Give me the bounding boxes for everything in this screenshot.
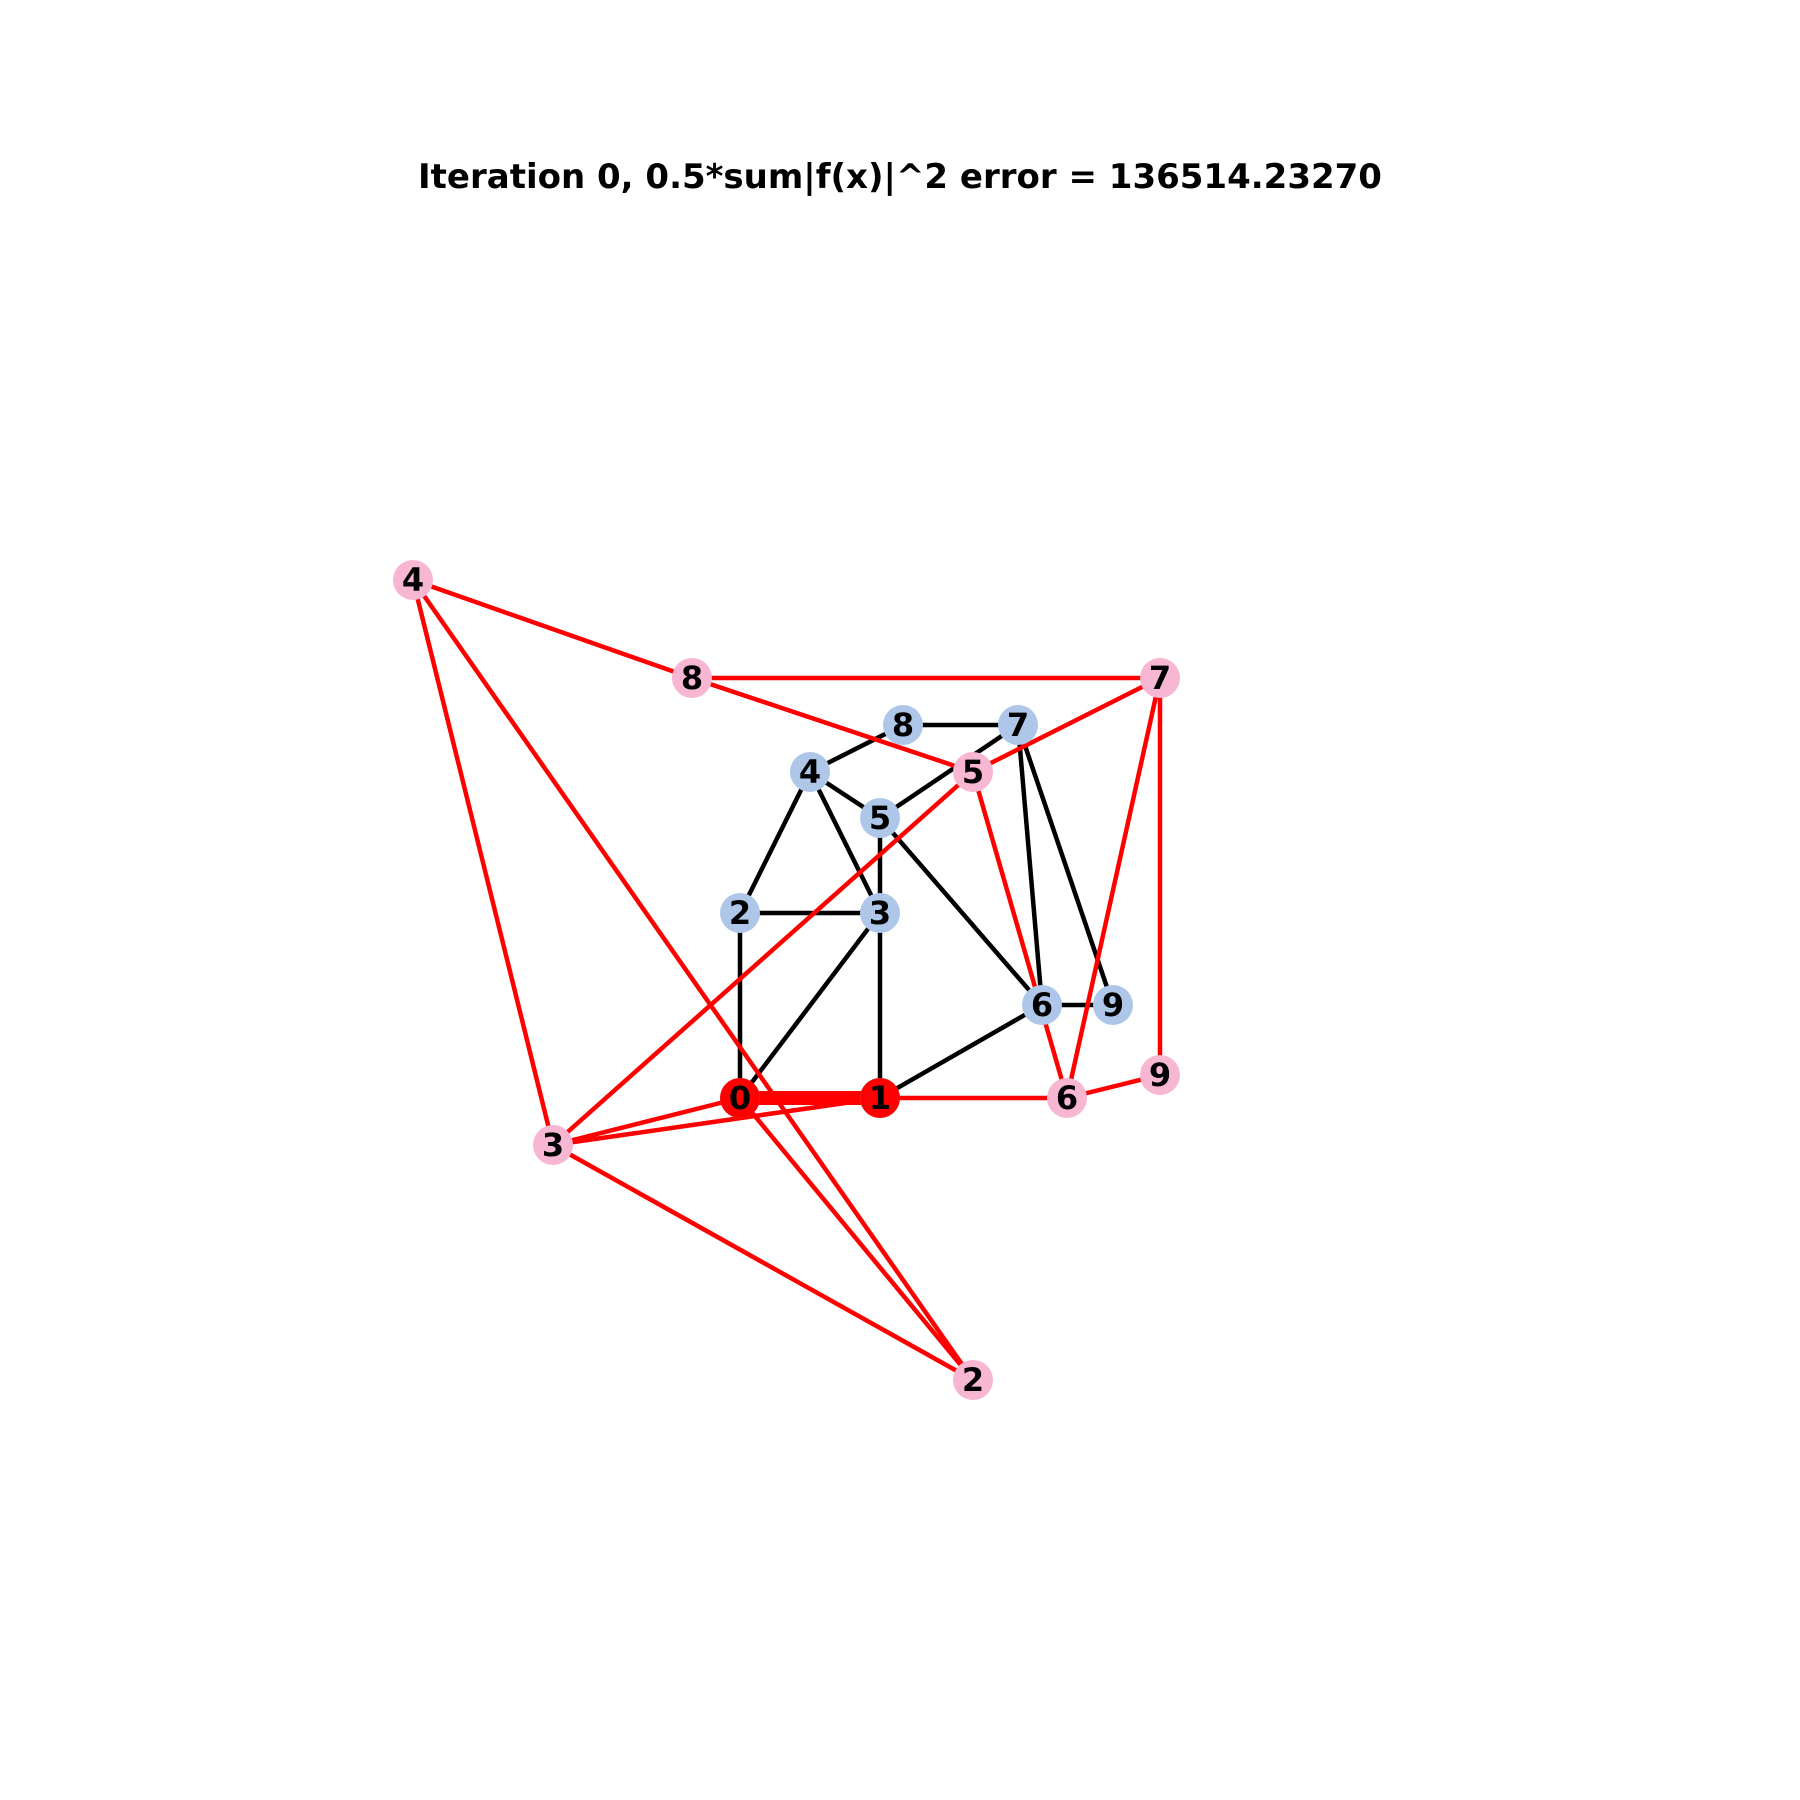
reference-node-circle xyxy=(720,893,760,933)
reference-node-9: 9 xyxy=(1093,985,1133,1025)
reference-node-8: 8 xyxy=(883,705,923,745)
current-node-circle xyxy=(1140,1055,1180,1095)
reference-node-label: 9 xyxy=(1102,986,1124,1024)
reference-node-circle xyxy=(883,705,923,745)
current-node-2: 2 xyxy=(953,1360,993,1400)
reference-edge-2-4 xyxy=(737,769,813,916)
current-node-circle xyxy=(1140,658,1180,698)
current-node-circle xyxy=(953,1360,993,1400)
current-edge-3-4 xyxy=(410,577,556,1148)
reference-node-circle xyxy=(1093,985,1133,1025)
current-node-label: 9 xyxy=(1149,1056,1171,1094)
current-node-circle xyxy=(533,1125,573,1165)
reference-edge-0-3 xyxy=(737,910,883,1101)
current-edge-3-5 xyxy=(550,769,976,1148)
current-node-circle xyxy=(393,560,433,600)
current-edge-0-2 xyxy=(737,1095,976,1383)
current-node-label: 1 xyxy=(869,1079,891,1117)
current-edge-5-6 xyxy=(970,769,1070,1101)
current-node-1: 1 xyxy=(860,1078,900,1118)
reference-node-label: 2 xyxy=(729,894,751,932)
current-node-label: 4 xyxy=(402,561,424,599)
reference-node-6: 6 xyxy=(1022,985,1062,1025)
reference-edge-3-4 xyxy=(807,769,883,916)
current-edge-0-3 xyxy=(550,1095,743,1148)
reference-node-label: 4 xyxy=(799,753,821,791)
current-node-7: 7 xyxy=(1140,658,1180,698)
reference-edge-6-7 xyxy=(1015,722,1045,1008)
reference-node-circle xyxy=(860,893,900,933)
current-edge-4-8 xyxy=(410,577,695,681)
reference-edge-5-7 xyxy=(877,722,1021,821)
reference-node-circle xyxy=(998,705,1038,745)
reference-node-5: 5 xyxy=(860,798,900,838)
current-node-label: 8 xyxy=(681,659,703,697)
reference-node-2: 2 xyxy=(720,893,760,933)
reference-node-4: 4 xyxy=(790,752,830,792)
figure-title: Iteration 0, 0.5*sum|f(x)|^2 error = 136… xyxy=(418,157,1382,197)
reference-node-label: 8 xyxy=(892,706,914,744)
reference-node-label: 3 xyxy=(869,894,891,932)
current-node-label: 3 xyxy=(542,1126,564,1164)
current-node-circle xyxy=(953,752,993,792)
reference-node-label: 6 xyxy=(1031,986,1053,1024)
current-node-circle xyxy=(720,1078,760,1118)
current-node-circle xyxy=(860,1078,900,1118)
edges-layer xyxy=(410,577,1163,1383)
current-edge-5-7 xyxy=(970,675,1163,775)
current-node-label: 2 xyxy=(962,1361,984,1399)
current-node-label: 6 xyxy=(1056,1079,1078,1117)
current-node-label: 0 xyxy=(729,1079,751,1117)
current-node-5: 5 xyxy=(953,752,993,792)
current-node-4: 4 xyxy=(393,560,433,600)
current-node-6: 6 xyxy=(1047,1078,1087,1118)
current-node-3: 3 xyxy=(533,1125,573,1165)
current-node-label: 7 xyxy=(1149,659,1171,697)
current-edge-5-8 xyxy=(689,675,976,775)
reference-node-circle xyxy=(790,752,830,792)
current-edge-6-7 xyxy=(1064,675,1163,1101)
nodes-layer: 01234567890123456789 xyxy=(393,560,1180,1400)
reference-node-3: 3 xyxy=(860,893,900,933)
current-node-8: 8 xyxy=(672,658,712,698)
reference-edge-5-6 xyxy=(877,815,1045,1008)
current-edge-2-3 xyxy=(550,1142,976,1383)
reference-node-label: 5 xyxy=(869,799,891,837)
reference-edge-1-6 xyxy=(877,1002,1045,1101)
current-node-circle xyxy=(672,658,712,698)
reference-node-circle xyxy=(1022,985,1062,1025)
current-node-label: 5 xyxy=(962,753,984,791)
current-edge-2-4 xyxy=(410,577,976,1383)
reference-node-7: 7 xyxy=(998,705,1038,745)
current-node-0: 0 xyxy=(720,1078,760,1118)
reference-node-label: 7 xyxy=(1007,706,1029,744)
current-edge-1-3 xyxy=(550,1095,883,1148)
current-node-circle xyxy=(1047,1078,1087,1118)
current-node-9: 9 xyxy=(1140,1055,1180,1095)
reference-node-circle xyxy=(860,798,900,838)
